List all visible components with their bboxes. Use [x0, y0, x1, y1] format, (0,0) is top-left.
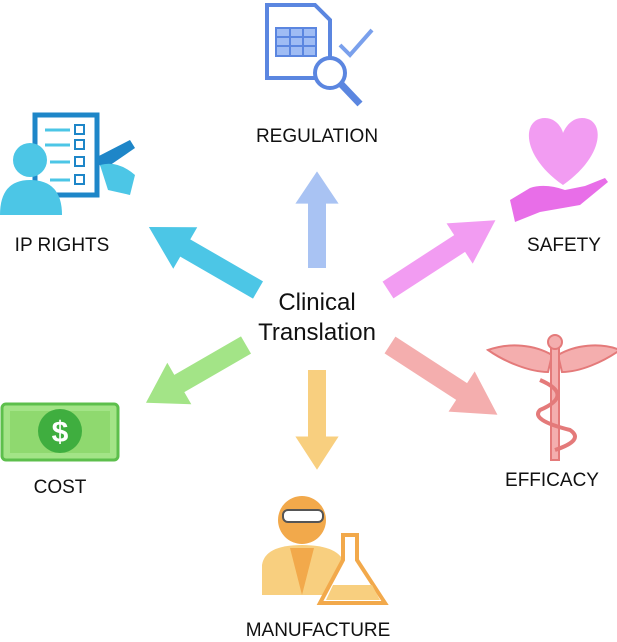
- document-magnifier-icon: [265, 3, 374, 107]
- arrow-to-efficacy: [376, 324, 511, 435]
- svg-text:$: $: [52, 416, 69, 449]
- arrow-to-ip-rights: [136, 206, 270, 311]
- center-title-line1: Clinical: [278, 289, 356, 316]
- center-title: Clinical Translation: [258, 288, 376, 348]
- label-cost: COST: [33, 477, 87, 498]
- arrow-to-regulation: [295, 171, 339, 268]
- label-manufacture: MANUFACTURE: [245, 620, 391, 641]
- dollar-bill-icon: $: [0, 402, 120, 462]
- label-efficacy: EFFICACY: [505, 470, 599, 491]
- arrow-to-safety: [374, 200, 509, 311]
- label-safety: SAFETY: [527, 235, 601, 256]
- center-title-line2: Translation: [258, 319, 376, 346]
- heart-hand-icon: [510, 118, 608, 222]
- person-checklist-icon: [0, 112, 135, 215]
- arrow-to-cost: [133, 324, 258, 424]
- scientist-flask-icon: [262, 496, 389, 605]
- label-regulation: REGULATION: [255, 126, 379, 147]
- arrow-to-manufacture: [295, 370, 339, 470]
- label-ip-rights: IP RIGHTS: [14, 235, 110, 256]
- caduceus-icon: [485, 334, 617, 461]
